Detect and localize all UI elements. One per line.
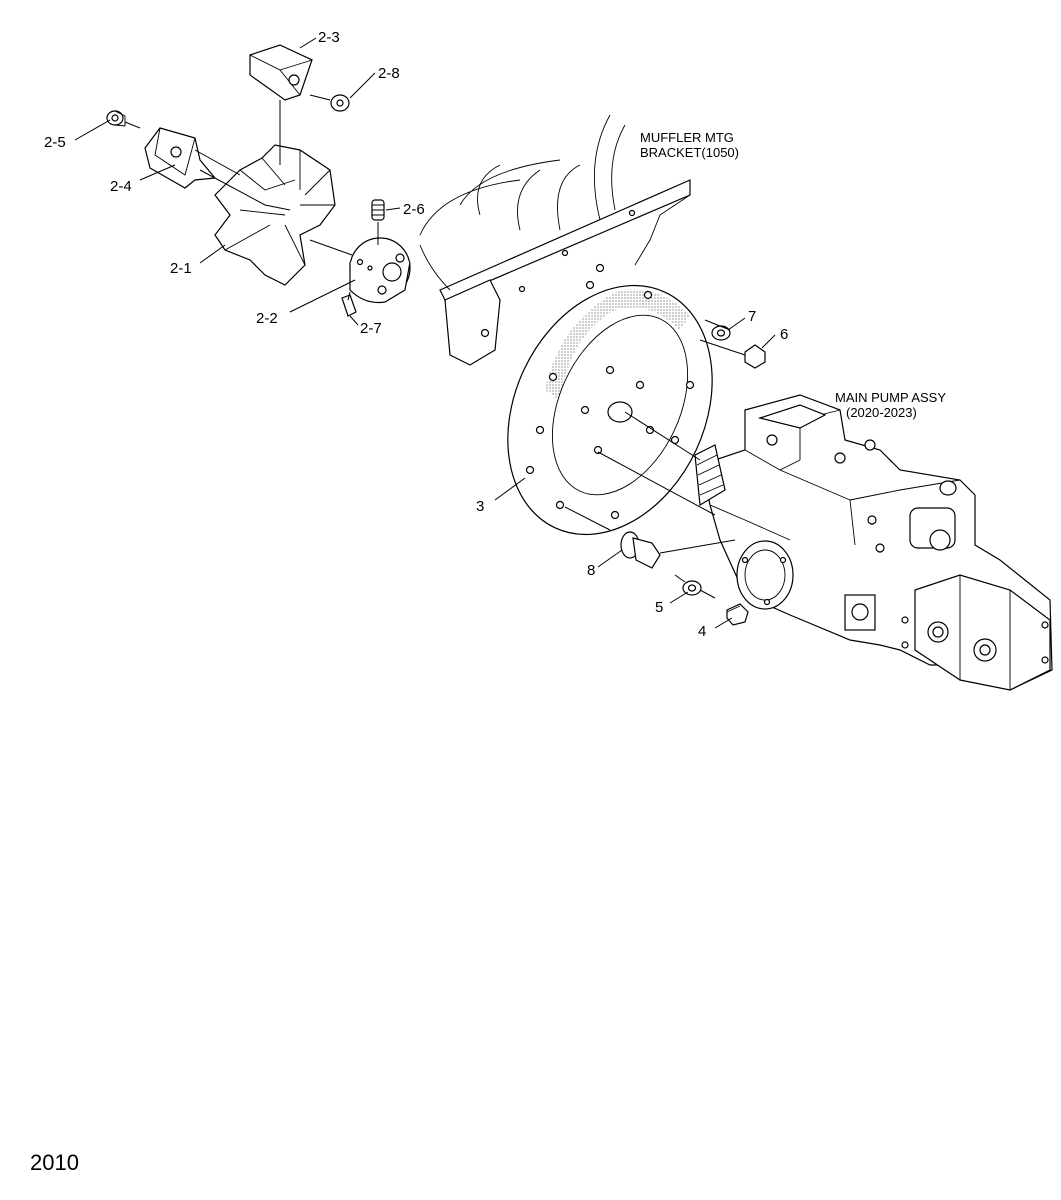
- hub-2-2: [349, 237, 411, 304]
- callout-8: 8: [587, 562, 595, 579]
- callout-7: 7: [748, 308, 756, 325]
- main-pump-label-line2: (2020-2023): [846, 405, 917, 420]
- pin-2-7: [341, 294, 357, 317]
- callout-2-1: 2-1: [170, 260, 192, 277]
- callout-2-3: 2-3: [318, 29, 340, 46]
- callout-2-2: 2-2: [256, 310, 278, 327]
- callout-2-4: 2-4: [110, 178, 132, 195]
- washer-5: [682, 580, 702, 596]
- flange-plate-3: [507, 280, 713, 536]
- screw-2-6: [371, 199, 385, 221]
- callout-4: 4: [698, 623, 706, 640]
- page-number: 2010: [30, 1150, 79, 1175]
- coupling-element-2-1: [214, 144, 336, 286]
- callout-2-6: 2-6: [403, 201, 425, 218]
- bolt-6: [744, 344, 766, 369]
- assembly-center-lines: [564, 319, 746, 599]
- nut-2-5: [106, 110, 126, 127]
- callout-2-5: 2-5: [44, 134, 66, 151]
- bolt-8: [620, 531, 661, 569]
- muffler-bracket-label-line2: BRACKET(1050): [640, 145, 739, 160]
- main-pump-assy: [694, 394, 1053, 691]
- muffler-bracket-label-line1: MUFFLER MTG: [640, 130, 734, 145]
- leader-lines: [74, 37, 776, 629]
- nut-2-8: [330, 94, 350, 112]
- muffler-mtg-bracket: [419, 114, 691, 366]
- plate-2-3: [249, 44, 313, 101]
- washer-7: [711, 325, 731, 341]
- main-pump-label-line1: MAIN PUMP ASSY: [835, 390, 946, 405]
- callout-2-7: 2-7: [360, 320, 382, 337]
- plate-2-4: [144, 127, 217, 189]
- callout-3: 3: [476, 498, 484, 515]
- bolt-4: [726, 603, 749, 626]
- coupling-assembly-lines: [124, 94, 379, 301]
- callout-2-8: 2-8: [378, 65, 400, 82]
- callout-6: 6: [780, 326, 788, 343]
- callout-5: 5: [655, 599, 663, 616]
